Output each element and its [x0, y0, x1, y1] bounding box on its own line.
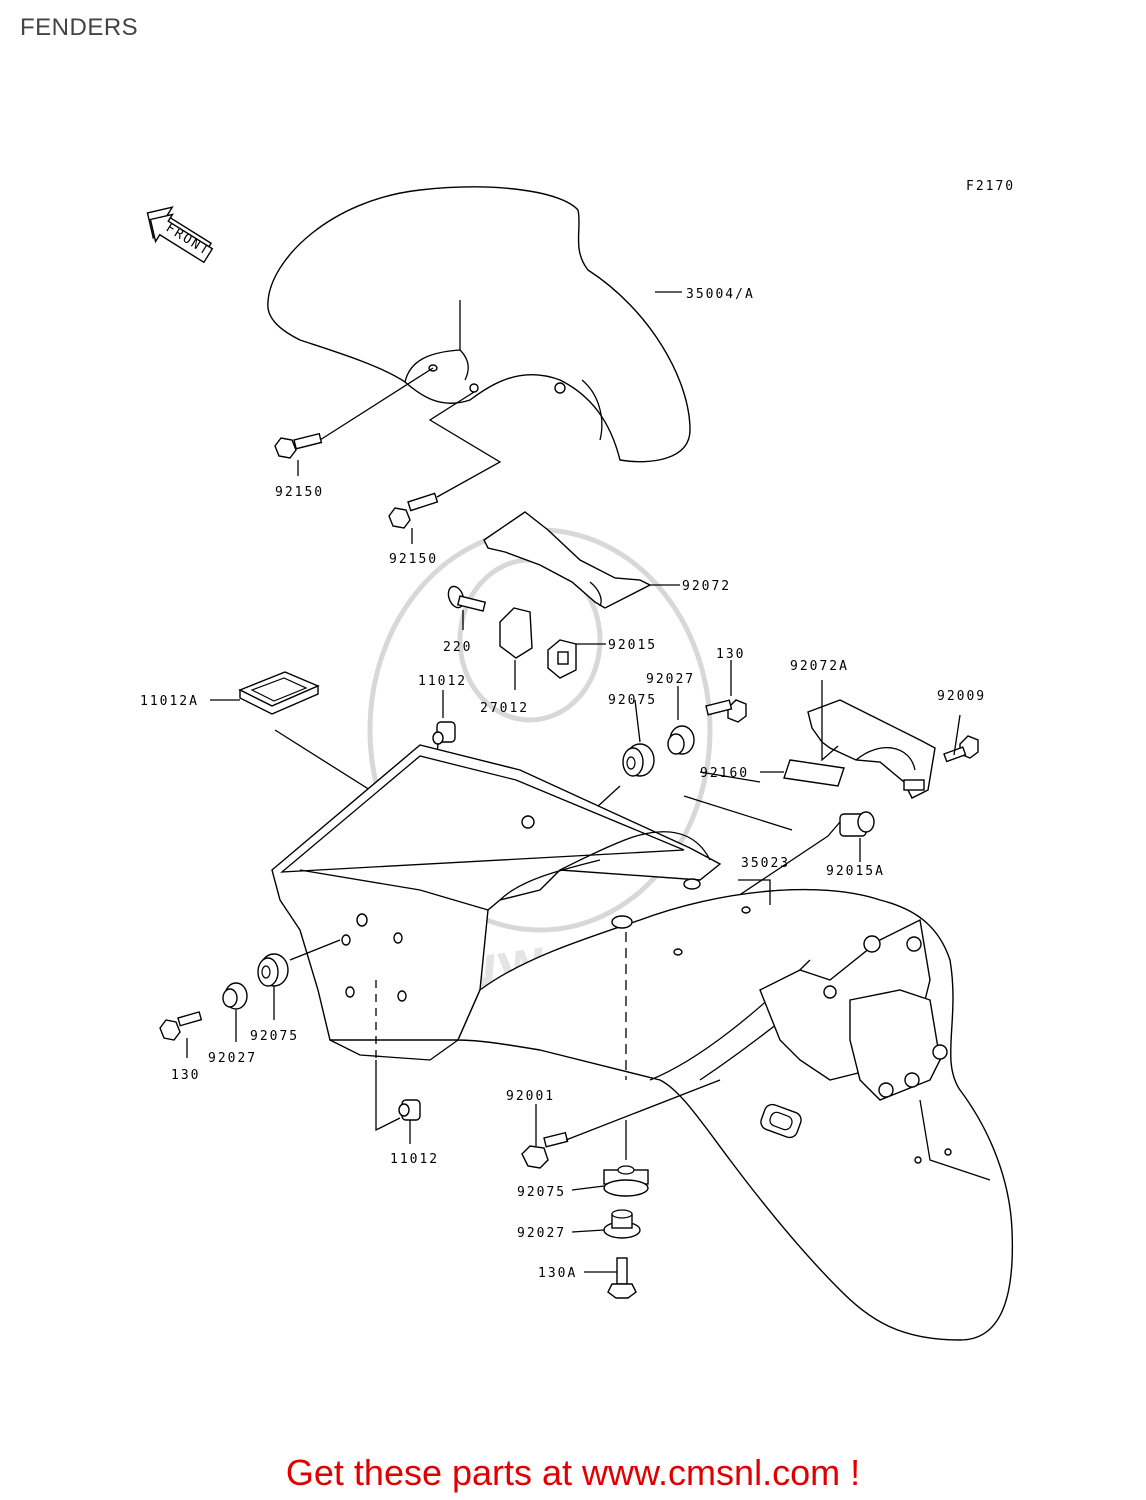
callout-92160: 92160 [700, 766, 749, 781]
bolt-130-left-part [159, 1011, 203, 1041]
grommet-92075-left-part [257, 953, 289, 987]
callout-92001: 92001 [506, 1089, 555, 1104]
grommet-92075-top-part [622, 743, 655, 777]
screw-92009-part [943, 735, 979, 763]
callout-11012-top: 11012 [418, 674, 467, 689]
callout-130A: 130A [538, 1266, 577, 1281]
collar-92027-bottom-part [603, 1209, 641, 1239]
page-title: FENDERS [20, 14, 139, 41]
callout-130-left: 130 [171, 1068, 200, 1083]
callout-92075-bottom: 92075 [517, 1185, 566, 1200]
callout-27012: 27012 [480, 701, 529, 716]
pad-92160-part [783, 759, 845, 787]
cap-11012A-part [238, 671, 320, 715]
callout-92150-upper: 92150 [275, 485, 324, 500]
bracket-92072A-part [807, 699, 936, 799]
callout-35004A: 35004/A [686, 287, 755, 302]
grommet-92075-bottom-part [603, 1165, 649, 1197]
callout-92027-top: 92027 [646, 672, 695, 687]
rear-fender-part [271, 744, 1014, 1341]
collar-92027-left-part [222, 982, 248, 1010]
callout-92027-bottom: 92027 [517, 1226, 566, 1241]
collar-92027-top-part [667, 725, 695, 755]
bolt-92150-upper [274, 432, 323, 459]
callout-92072A: 92072A [790, 659, 849, 674]
bracket-92072-part [483, 511, 652, 609]
callout-130-top: 130 [716, 647, 745, 662]
callout-92015A: 92015A [826, 864, 885, 879]
callout-11012A: 11012A [140, 694, 199, 709]
collar-92015A-part [839, 811, 875, 837]
grommet-11012-top-part [432, 721, 456, 745]
callout-92072: 92072 [682, 579, 731, 594]
screw-220-part [447, 585, 487, 612]
bolt-92150-lower [388, 492, 439, 529]
nut-92015-part [547, 639, 577, 679]
callout-92015: 92015 [608, 638, 657, 653]
callout-220: 220 [443, 640, 472, 655]
bolt-130A-part [607, 1257, 637, 1299]
callout-92009: 92009 [937, 689, 986, 704]
clip-27012-part [499, 607, 533, 659]
bolt-92001-part [521, 1131, 569, 1169]
bolt-130-top-part [705, 699, 747, 723]
callout-11012-bottom: 11012 [390, 1152, 439, 1167]
callout-35023: 35023 [741, 856, 790, 871]
front-fender-part [267, 186, 691, 463]
buy-parts-link[interactable]: Get these parts at www.cmsnl.com ! [285, 1452, 861, 1493]
callout-92027-left: 92027 [208, 1051, 257, 1066]
grommet-11012-bottom-part [398, 1099, 421, 1121]
front-direction-arrow: FRONT [146, 206, 214, 264]
figure-code: F2170 [966, 179, 1015, 194]
callout-92075-top: 92075 [608, 693, 657, 708]
leader-lines [186, 291, 784, 1273]
callout-92150-lower: 92150 [389, 552, 438, 567]
callout-92075-left: 92075 [250, 1029, 299, 1044]
